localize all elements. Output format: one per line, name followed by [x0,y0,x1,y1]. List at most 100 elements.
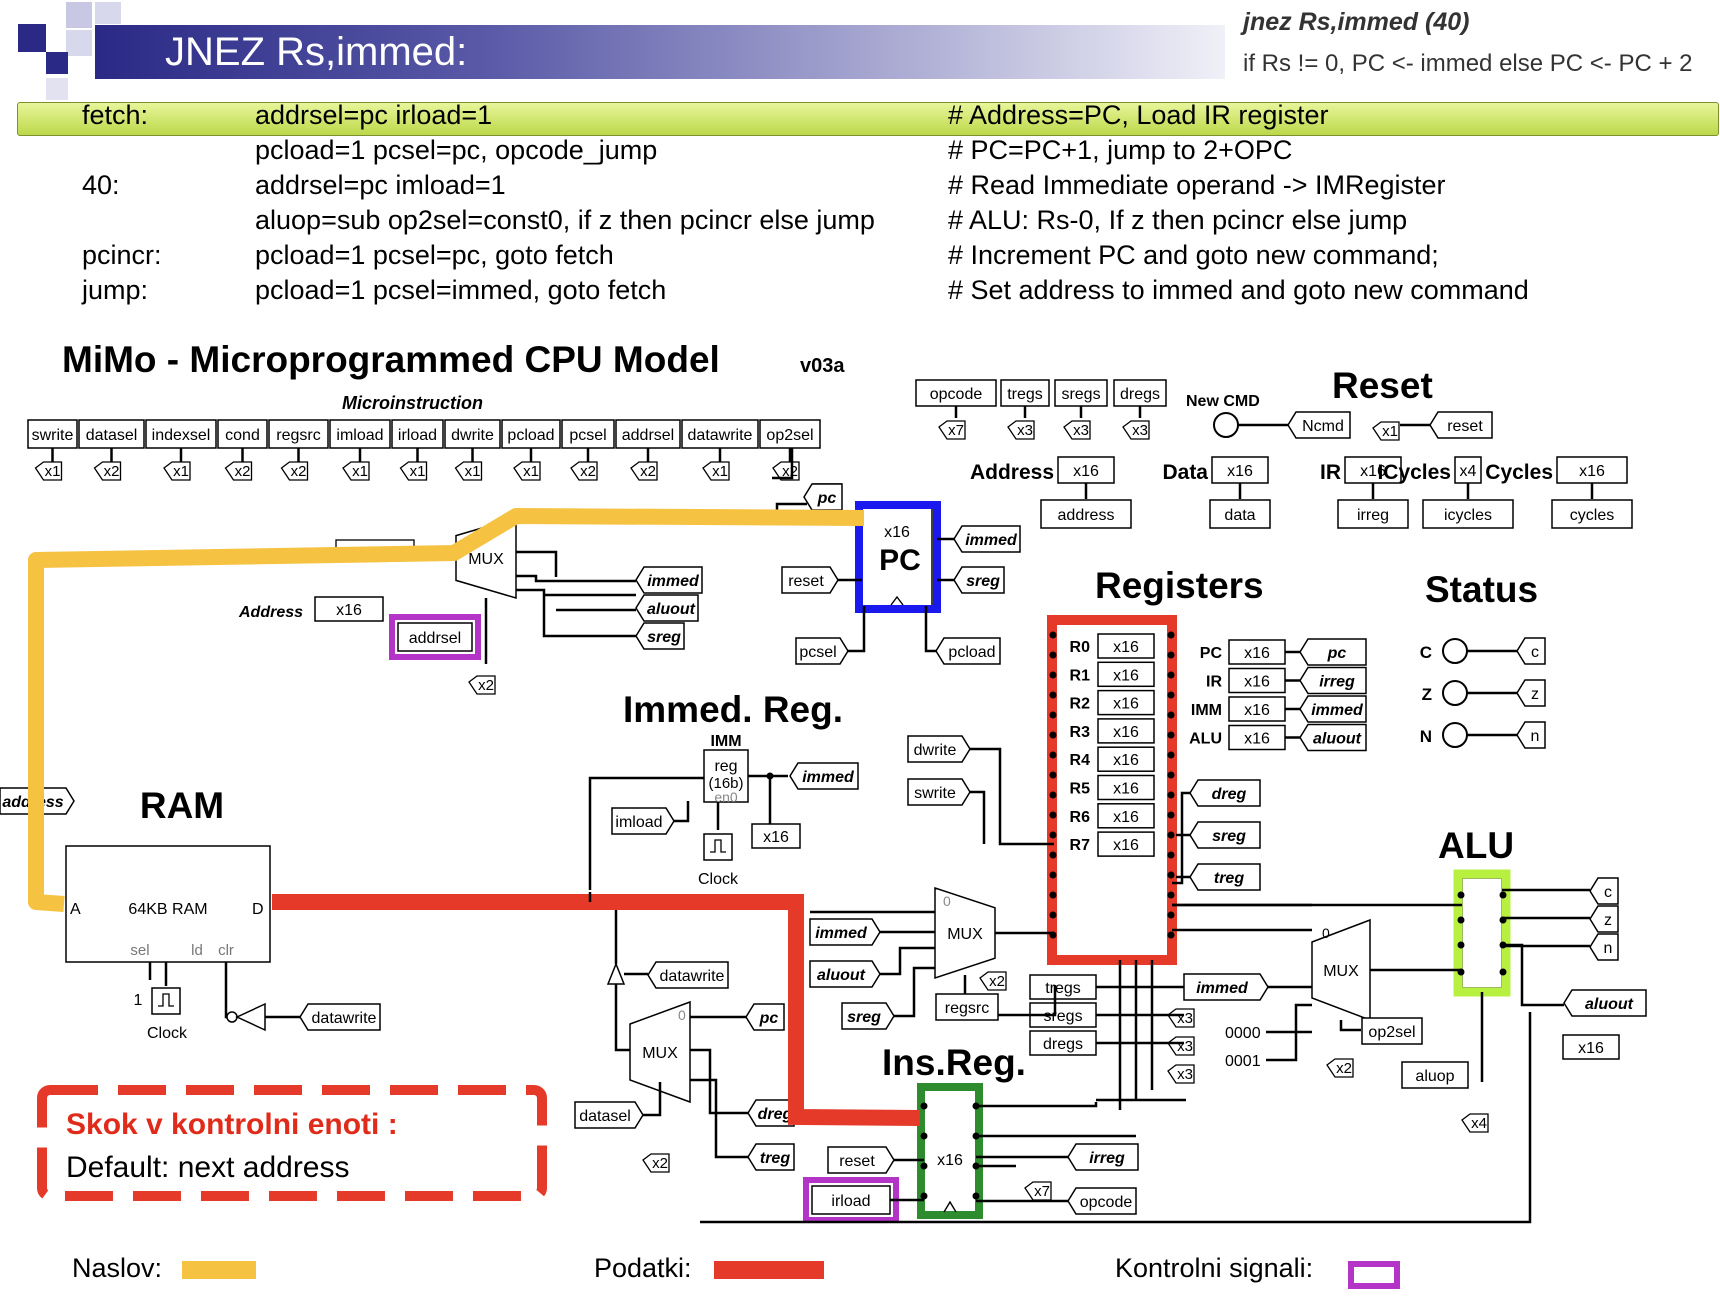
address-label: Address [238,604,303,621]
instruction-header: jnez Rs,immed (40) [1243,8,1470,36]
probe-tag-label: icycles [1444,507,1492,524]
immreg-width-label: x16 [763,829,789,846]
microinstruction-label: Microinstruction [342,393,483,413]
microinstruction-field-label: imload [336,427,383,444]
data-mux-in0: 0 [678,1007,686,1023]
microcode-code: pcload=1 pcsel=pc, goto fetch [255,240,614,270]
tag-dm-pc-label: pc [759,1010,779,1027]
status-title: Status [1425,569,1538,610]
junction-dot [1167,871,1175,879]
tag-addr-immed [635,566,703,594]
tag-pc-immed [953,525,1021,553]
tag-addr-sreg [635,622,685,650]
tag-rm-immed [809,918,881,946]
addrmux-wire [544,593,636,612]
probe-tag [1422,499,1514,529]
junction-dot [920,1102,928,1110]
ram-clr: clr [218,942,234,959]
insreg-field-dregs-label: dregs [1043,1036,1083,1053]
datasel-width-label: x2 [652,1155,668,1172]
addrsel-width [468,675,496,695]
ram-clr-wire [224,962,230,1019]
junction-dot [1049,691,1057,699]
microcode-comment: # Increment PC and goto new command; [948,240,1439,270]
junction-dot [1167,751,1175,759]
alu-mux-label: MUX [1323,963,1359,980]
status-tag-label: n [1531,728,1540,745]
ram-title: RAM [140,785,224,826]
field-width-label: x1 [45,463,61,480]
junction-dot [1049,891,1057,899]
legend-swatch [1348,1261,1400,1289]
junction-dot [1049,911,1057,919]
field-width-label: x2 [291,463,307,480]
junction-dot [1167,831,1175,839]
microinstruction-field [145,419,217,449]
info-tag-label: tregs [1007,386,1043,403]
datasel-width [642,1153,670,1173]
tag-reset [1429,411,1493,439]
special-reg-tag-label: pc [1327,645,1347,662]
status-tag-label: z [1531,686,1539,703]
address-bus [28,820,65,912]
microcode-code: pcload=1 pcsel=pc, opcode_jump [255,135,658,165]
microinstruction-field-label: op2sel [766,427,813,444]
aluout-wire [1502,943,1564,1007]
probe-tag-label: data [1224,507,1255,524]
tag-ncmd [1287,411,1351,439]
tag-swrite-label: swrite [914,785,956,802]
info-width-label: x3 [1017,422,1033,439]
ram-clock-label: Clock [147,1025,188,1042]
junction-dot [1167,651,1175,659]
junction-dot [1167,791,1175,799]
field-width [93,461,122,481]
tag-immreg-immed-label: immed [802,769,855,786]
junction-dot [1049,751,1057,759]
special-reg-label: PC [1200,645,1223,662]
addrmux-wire [516,574,636,583]
microinstruction-field [268,419,329,449]
special-reg-tag [1299,695,1367,723]
new-cmd-led [1213,412,1239,438]
addrsel-width-label: x2 [478,677,494,694]
status-led [1442,638,1468,664]
field-width [630,461,658,481]
ir-field-wire [976,1102,1136,1168]
field-width [342,461,370,481]
info-width-label: x7 [948,422,964,439]
alu-mux-in0: 0 [1322,925,1330,941]
tag-alu-immed-label: immed [1196,980,1249,997]
probe-tag-label: irreg [1357,507,1389,524]
reg-mux-label: MUX [947,926,983,943]
special-reg-tag-label: immed [1311,702,1364,719]
probe-tag [1040,499,1132,529]
insreg-width: x16 [937,1152,963,1169]
deco-square [18,24,46,52]
field-width [224,461,253,481]
addrsel-highlight [389,614,481,660]
const-wire [1266,1003,1312,1062]
legend-label: Podatki: [594,1253,692,1283]
junction-dot [1049,851,1057,859]
tag-pc-reset-label: reset [788,573,824,590]
alu-flag-tag [1589,933,1619,961]
tag-dm-dreg-label: dreg [758,1106,793,1123]
immreg-in [588,776,704,890]
tag-sreg-label: sreg [1212,828,1246,845]
pc-title: PC [879,544,921,577]
microinstruction-field [681,419,759,449]
special-reg-tag-label: aluout [1313,731,1362,748]
data-mux [629,1000,691,1104]
regsel-width [1167,1064,1195,1084]
regsel-width [1167,1036,1195,1056]
register-width [1097,633,1155,659]
microinstruction-field-label: addrsel [622,427,674,444]
field-width [513,461,541,481]
aluout-width-label: x16 [1578,1040,1604,1057]
register-width-label: x16 [1113,809,1139,826]
ir-opcode-width-label: x7 [1034,1183,1050,1200]
immreg-bits: (16b) [708,775,743,792]
regmux-wire [880,930,935,1018]
ram-sel: sel [130,942,149,959]
